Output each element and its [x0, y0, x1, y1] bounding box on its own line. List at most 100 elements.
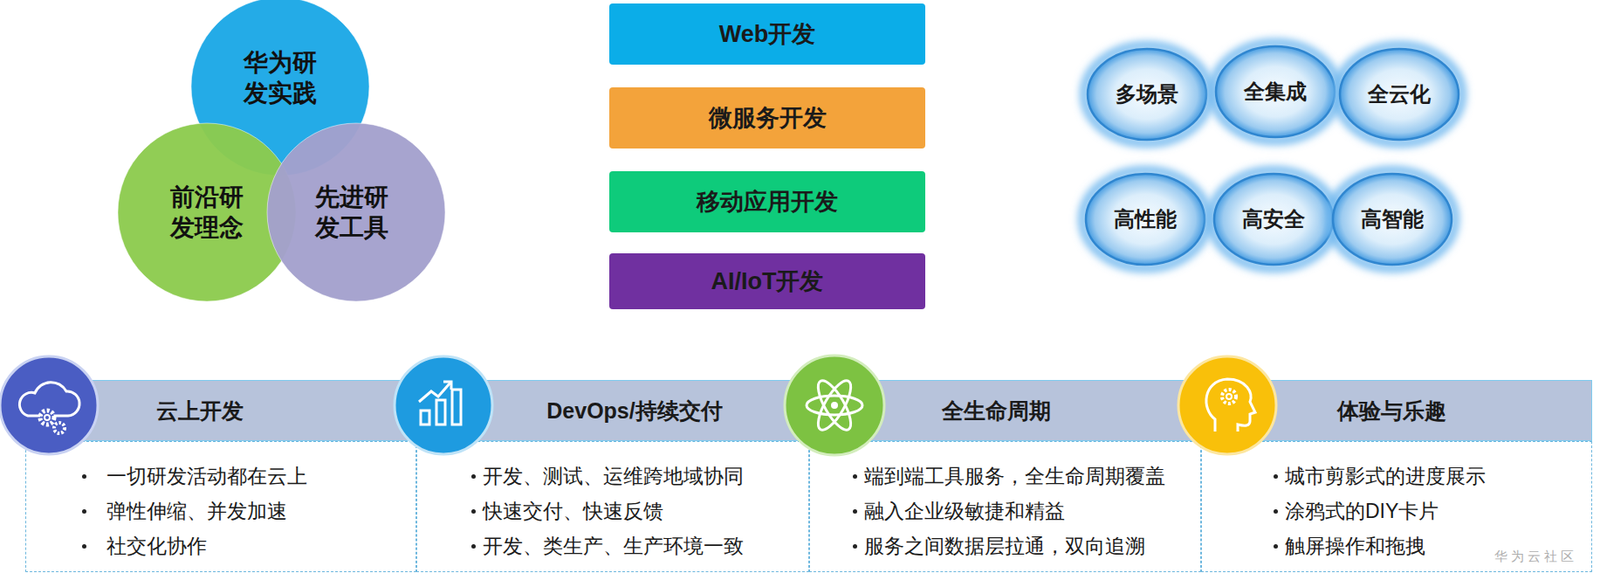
feature-ellipse: 高性能 — [1075, 164, 1216, 274]
column-header: 体验与乐趣 — [1251, 379, 1532, 441]
bullet-dot — [1273, 508, 1278, 514]
gear-symbol — [40, 410, 55, 425]
bullet-text: 社交化协作 — [106, 532, 413, 559]
column-header: DevOps/持续交付 — [494, 379, 775, 441]
atom-icon — [784, 355, 885, 455]
icon-circle — [784, 355, 885, 455]
bullet-dot — [82, 543, 87, 549]
bullet-dot — [852, 543, 858, 549]
nucleus — [830, 401, 838, 409]
bullet-dot — [852, 473, 858, 479]
bullet-text: 快速交付、快速反馈 — [482, 497, 806, 524]
watermark: 华为云社区 — [1494, 548, 1578, 565]
bullet-dot — [82, 473, 87, 479]
feature-ellipse: 全集成 — [1205, 37, 1346, 146]
ellipse-label-wrap: 多场景 — [1077, 40, 1217, 149]
ellipse-label: 高智能 — [1360, 205, 1424, 234]
ellipse-label-wrap: 高智能 — [1322, 164, 1463, 274]
icon-circle — [394, 356, 493, 454]
ellipse-label: 全云化 — [1367, 80, 1431, 109]
orbit — [811, 376, 857, 434]
bullet-text: 弹性伸缩、并发加速 — [106, 497, 413, 524]
gear-hub — [1226, 393, 1232, 399]
circle-label: 前沿研 发理念 — [166, 181, 248, 243]
circle-label-wrap: 先进研 发工具 — [266, 122, 447, 303]
category-bar: 移动应用开发 — [609, 171, 926, 233]
gear-symbol — [54, 422, 65, 433]
ellipse-glow — [1336, 45, 1463, 144]
gear-symbol — [1222, 389, 1237, 404]
ellipse-glow — [1212, 42, 1339, 141]
ellipse-label-wrap: 高安全 — [1203, 164, 1344, 274]
ellipse-fill — [1085, 173, 1205, 265]
ellipse-label-wrap: 全集成 — [1205, 37, 1346, 146]
feature-ellipse: 全云化 — [1329, 40, 1470, 149]
bullet-text: 开发、测试、运维跨地域协同 — [482, 462, 806, 489]
bullet-dot — [471, 543, 476, 549]
bullet-text: 服务之间数据层拉通，双向追溯 — [864, 532, 1198, 559]
ellipse-glow — [1329, 170, 1456, 268]
ellipse-glow — [1210, 170, 1337, 268]
bar-label: 移动应用开发 — [696, 185, 838, 218]
bullet-dot — [852, 508, 858, 514]
circle-node: 先进研 发工具 — [266, 122, 447, 303]
orbit — [806, 395, 863, 415]
icon-circle — [0, 356, 98, 454]
circle-label: 先进研 发工具 — [311, 181, 392, 243]
circle-fill — [267, 123, 446, 302]
chart-icon — [394, 356, 493, 454]
ellipse-label: 高安全 — [1242, 205, 1305, 234]
cloud-icon — [0, 356, 98, 454]
head-outline — [1206, 378, 1256, 432]
ellipse-label: 多场景 — [1115, 80, 1179, 109]
feature-column: 体验与乐趣城市剪影式的进度展示涂鸦式的DIY卡片触屏操作和拖拽 — [1201, 379, 1593, 572]
ellipse-fill — [1087, 48, 1207, 140]
ellipse-glow — [1084, 45, 1210, 144]
circle-label: 华为研 发实践 — [240, 47, 321, 109]
bullet-dot — [82, 508, 87, 514]
bullet-dot — [1273, 543, 1278, 549]
feature-column: 全生命周期端到端工具服务，全生命周期覆盖融入企业级敏捷和精益服务之间数据层拉通，… — [809, 379, 1202, 572]
ellipse-glow — [1082, 170, 1209, 268]
bullet-text: 一切研发活动都在云上 — [106, 462, 413, 489]
cloud-outline — [19, 382, 80, 416]
bullet-dot — [471, 473, 476, 479]
bullet-text: 涂鸦式的DIY卡片 — [1284, 497, 1589, 524]
ellipse-label: 高性能 — [1113, 205, 1177, 234]
category-bar: 微服务开发 — [609, 87, 926, 149]
feature-column: 云上开发一切研发活动都在云上弹性伸缩、并发加速社交化协作 — [25, 379, 417, 572]
ellipse-label: 全集成 — [1243, 77, 1307, 106]
bar-label: Web开发 — [719, 18, 817, 50]
gear-hub — [44, 414, 50, 420]
circle-shape — [266, 122, 447, 303]
column-header: 云上开发 — [60, 379, 340, 441]
bullet-text: 城市剪影式的进度展示 — [1284, 462, 1589, 489]
bar-symbol — [452, 389, 461, 425]
icon-circle — [1178, 356, 1277, 454]
bullet-text: 端到端工具服务，全生命周期覆盖 — [864, 462, 1198, 489]
ellipse-fill — [1214, 173, 1333, 265]
feature-ellipse: 高安全 — [1203, 164, 1344, 274]
ellipse-fill — [1339, 48, 1459, 140]
bar-symbol — [420, 410, 430, 425]
bullet-dot — [1273, 473, 1278, 479]
bullet-text: 融入企业级敏捷和精益 — [864, 497, 1198, 524]
bar-symbol — [436, 399, 446, 425]
ellipse-label-wrap: 高性能 — [1075, 164, 1216, 274]
category-bar: AI/IoT开发 — [609, 253, 926, 310]
bar-label: AI/IoT开发 — [711, 265, 825, 297]
bullet-dot — [471, 508, 476, 514]
feature-ellipse: 高智能 — [1322, 164, 1463, 274]
trend-line — [418, 382, 451, 402]
category-bar: Web开发 — [609, 3, 926, 65]
column-header: 全生命周期 — [856, 379, 1136, 441]
ellipse-fill — [1215, 46, 1335, 138]
feature-ellipse: 多场景 — [1077, 40, 1217, 149]
feature-column: DevOps/持续交付开发、测试、运维跨地域协同快速交付、快速反馈开发、类生产、… — [416, 379, 810, 572]
bullet-text: 开发、类生产、生产环境一致 — [482, 532, 806, 559]
bar-label: 微服务开发 — [708, 102, 827, 134]
ellipse-fill — [1332, 173, 1452, 265]
head-icon — [1178, 356, 1277, 454]
